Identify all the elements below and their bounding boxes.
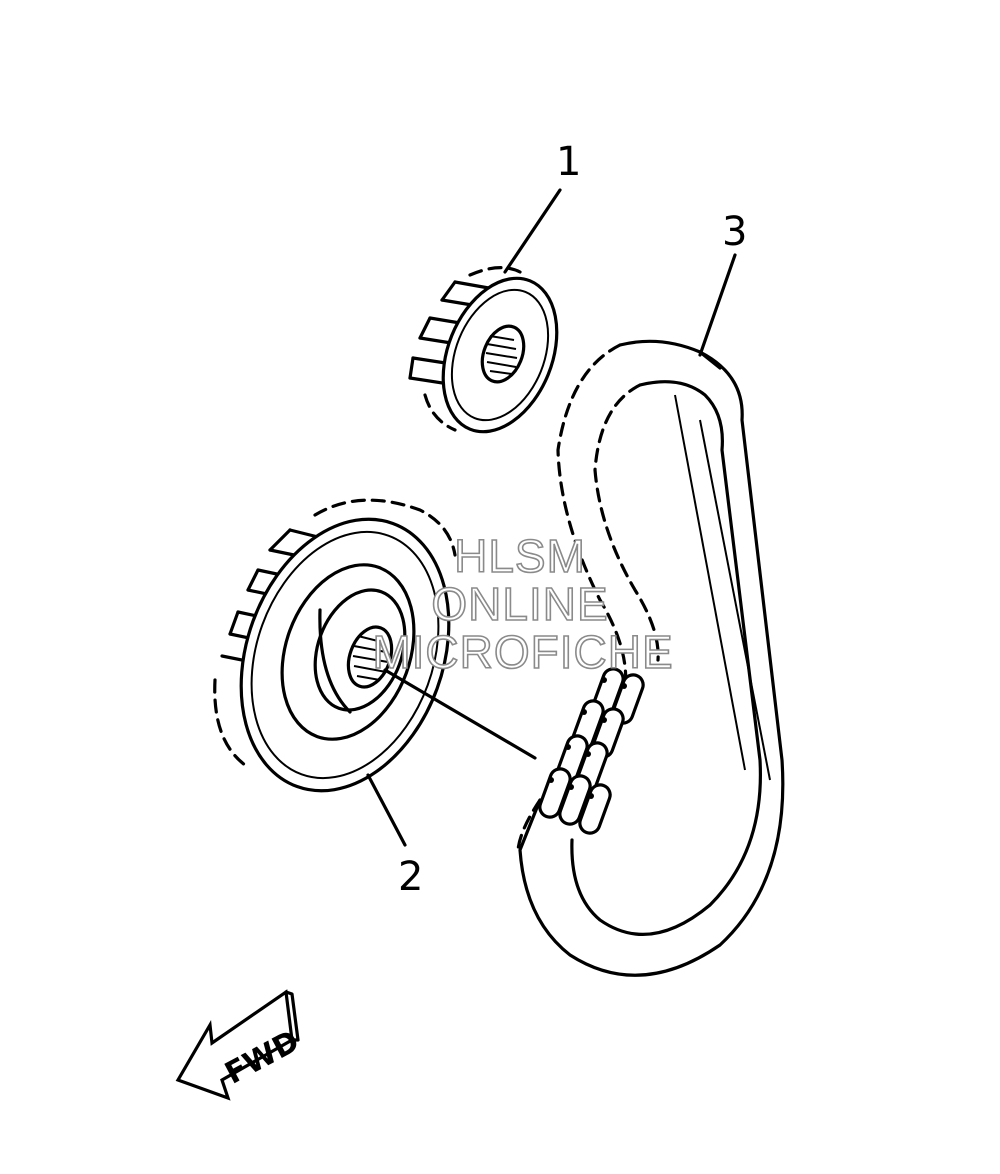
chain-loop[interactable] (516, 339, 785, 977)
alignment-line (383, 668, 537, 760)
svg-text:MICROFICHE: MICROFICHE (372, 626, 673, 678)
large-sprocket[interactable] (205, 490, 485, 820)
callout-1: 1 (556, 139, 581, 185)
svg-text:ONLINE: ONLINE (431, 578, 608, 630)
callout-3: 3 (722, 209, 747, 255)
callout-2: 2 (398, 854, 423, 900)
leader-line-3 (698, 253, 737, 357)
watermark: HLSM ONLINE MICROFICHE (372, 529, 674, 679)
forward-arrow-icon (175, 989, 300, 1101)
small-sprocket[interactable] (408, 261, 578, 448)
leader-line-2 (366, 773, 407, 847)
svg-text:HLSM: HLSM (454, 530, 586, 582)
leader-line-1 (503, 188, 562, 274)
